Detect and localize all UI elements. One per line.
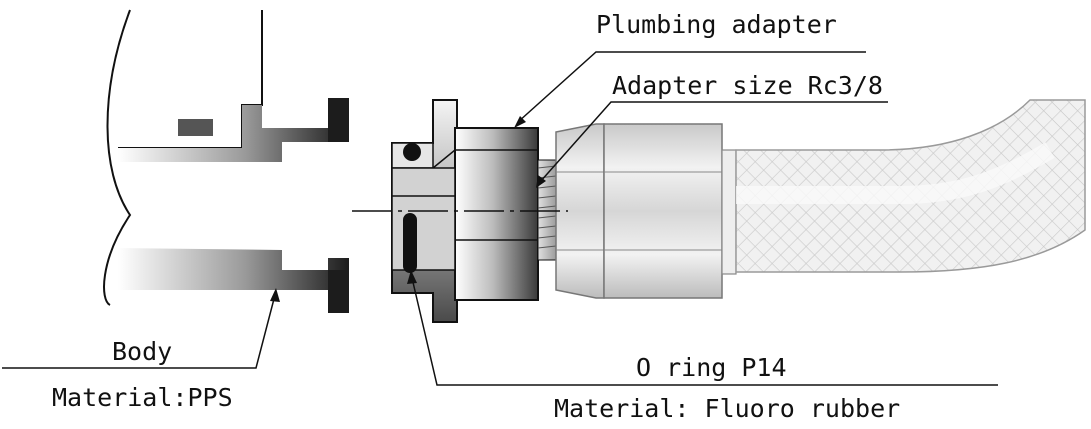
o-ring-top bbox=[403, 143, 421, 161]
hex-nut-2 bbox=[603, 123, 723, 299]
body-slot bbox=[178, 119, 213, 136]
adapter-bore bbox=[391, 167, 456, 271]
leader-plumbing-adapter bbox=[517, 51, 866, 123]
adapter-cylinder bbox=[454, 127, 539, 301]
hose-highlight bbox=[736, 142, 1055, 204]
leader-adapter-size bbox=[539, 101, 888, 183]
fitting-collar bbox=[721, 149, 737, 275]
adapter-cone-line bbox=[432, 149, 538, 169]
leader-body bbox=[2, 294, 276, 369]
body-upper-flange-tip bbox=[328, 98, 349, 142]
leader-arrowheads bbox=[270, 116, 546, 302]
hose-fitting bbox=[555, 123, 737, 299]
leader-lines bbox=[2, 51, 998, 386]
label-adapter-size: Adapter size Rc3/8 bbox=[612, 71, 883, 100]
leader-o-ring bbox=[411, 277, 998, 386]
label-o-ring-material: Material: Fluoro rubber bbox=[554, 394, 901, 423]
arrow-plumbing-adapter bbox=[514, 116, 526, 128]
body-housing bbox=[103, 9, 349, 313]
hex-nut-1 bbox=[555, 123, 605, 299]
arrow-o-ring bbox=[407, 270, 417, 284]
label-body-material: Material:PPS bbox=[52, 383, 233, 412]
body-outer-curve bbox=[103, 9, 132, 306]
braided-hose bbox=[735, 99, 1086, 273]
thread-ridges bbox=[537, 165, 557, 249]
label-body: Body bbox=[112, 337, 173, 366]
label-o-ring: O ring P14 bbox=[636, 353, 787, 382]
arrow-adapter-size bbox=[536, 175, 546, 188]
body-lower-flange-tip bbox=[328, 270, 349, 313]
arrow-body bbox=[270, 288, 280, 302]
body-lower-section bbox=[118, 248, 349, 313]
body-upper-section bbox=[118, 98, 349, 162]
o-ring-section bbox=[403, 213, 417, 273]
label-plumbing-adapter: Plumbing adapter bbox=[596, 10, 837, 39]
